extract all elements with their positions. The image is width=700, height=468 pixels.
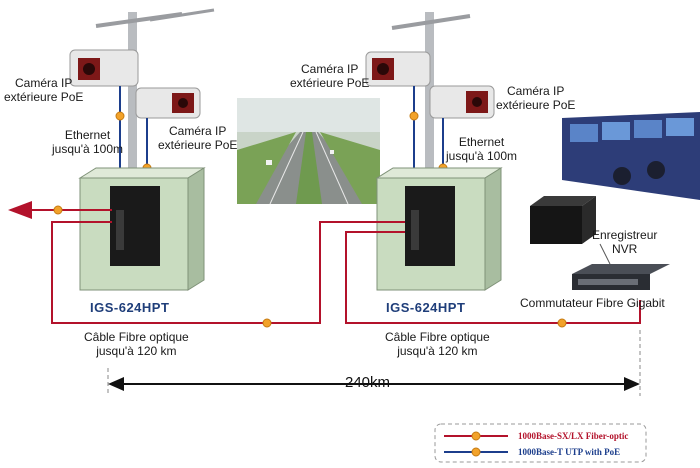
fiber-label-left: Câble Fibre optique jusqu'à 120 km	[84, 330, 189, 358]
nvr-device	[530, 196, 596, 244]
ethernet-label-left: Ethernet jusqu'à 100m	[52, 128, 124, 156]
cabinet-right	[375, 167, 503, 291]
legend-fiber-label: 1000Base-SX/LX Fiber-optic	[518, 431, 629, 441]
left-pole	[95, 8, 215, 182]
distance-arrow	[108, 377, 640, 391]
switch-model-right: IGS-624HPT	[386, 300, 466, 315]
camera-left-top	[69, 49, 139, 87]
monitoring-room	[562, 112, 700, 200]
nvr-label: Enregistreur NVR	[592, 228, 658, 256]
nvr-link	[599, 243, 611, 265]
distance-guides	[107, 330, 641, 396]
camera-label-center: Caméra IP extérieure PoE	[290, 62, 370, 90]
fiber-connectors	[53, 205, 567, 328]
gigabit-switch-device	[572, 264, 670, 290]
switch-model-left: IGS-624HPT	[90, 300, 170, 315]
ethernet-label-right: Ethernet jusqu'à 100m	[446, 135, 518, 163]
camera-label-left-top: Caméra IP extérieure PoE	[4, 76, 84, 104]
camera-left-bottom	[135, 87, 201, 119]
camera-label-left-bottom: Caméra IP extérieure PoE	[158, 124, 238, 152]
gigabit-switch-label: Commutateur Fibre Gigabit	[520, 296, 665, 310]
cabinet-left	[78, 167, 206, 291]
fiber-label-right: Câble Fibre optique jusqu'à 120 km	[385, 330, 490, 358]
highway-photo	[237, 98, 380, 205]
legend-box	[434, 423, 647, 463]
fiber-arrow	[8, 201, 32, 219]
camera-label-right: Caméra IP extérieure PoE	[496, 84, 576, 112]
distance-label: 240km	[345, 374, 391, 391]
camera-right-top	[365, 51, 431, 87]
legend-utp-label: 1000Base-T UTP with PoE	[518, 447, 621, 457]
camera-right-bottom	[429, 85, 495, 119]
fiber-cables	[30, 209, 641, 324]
